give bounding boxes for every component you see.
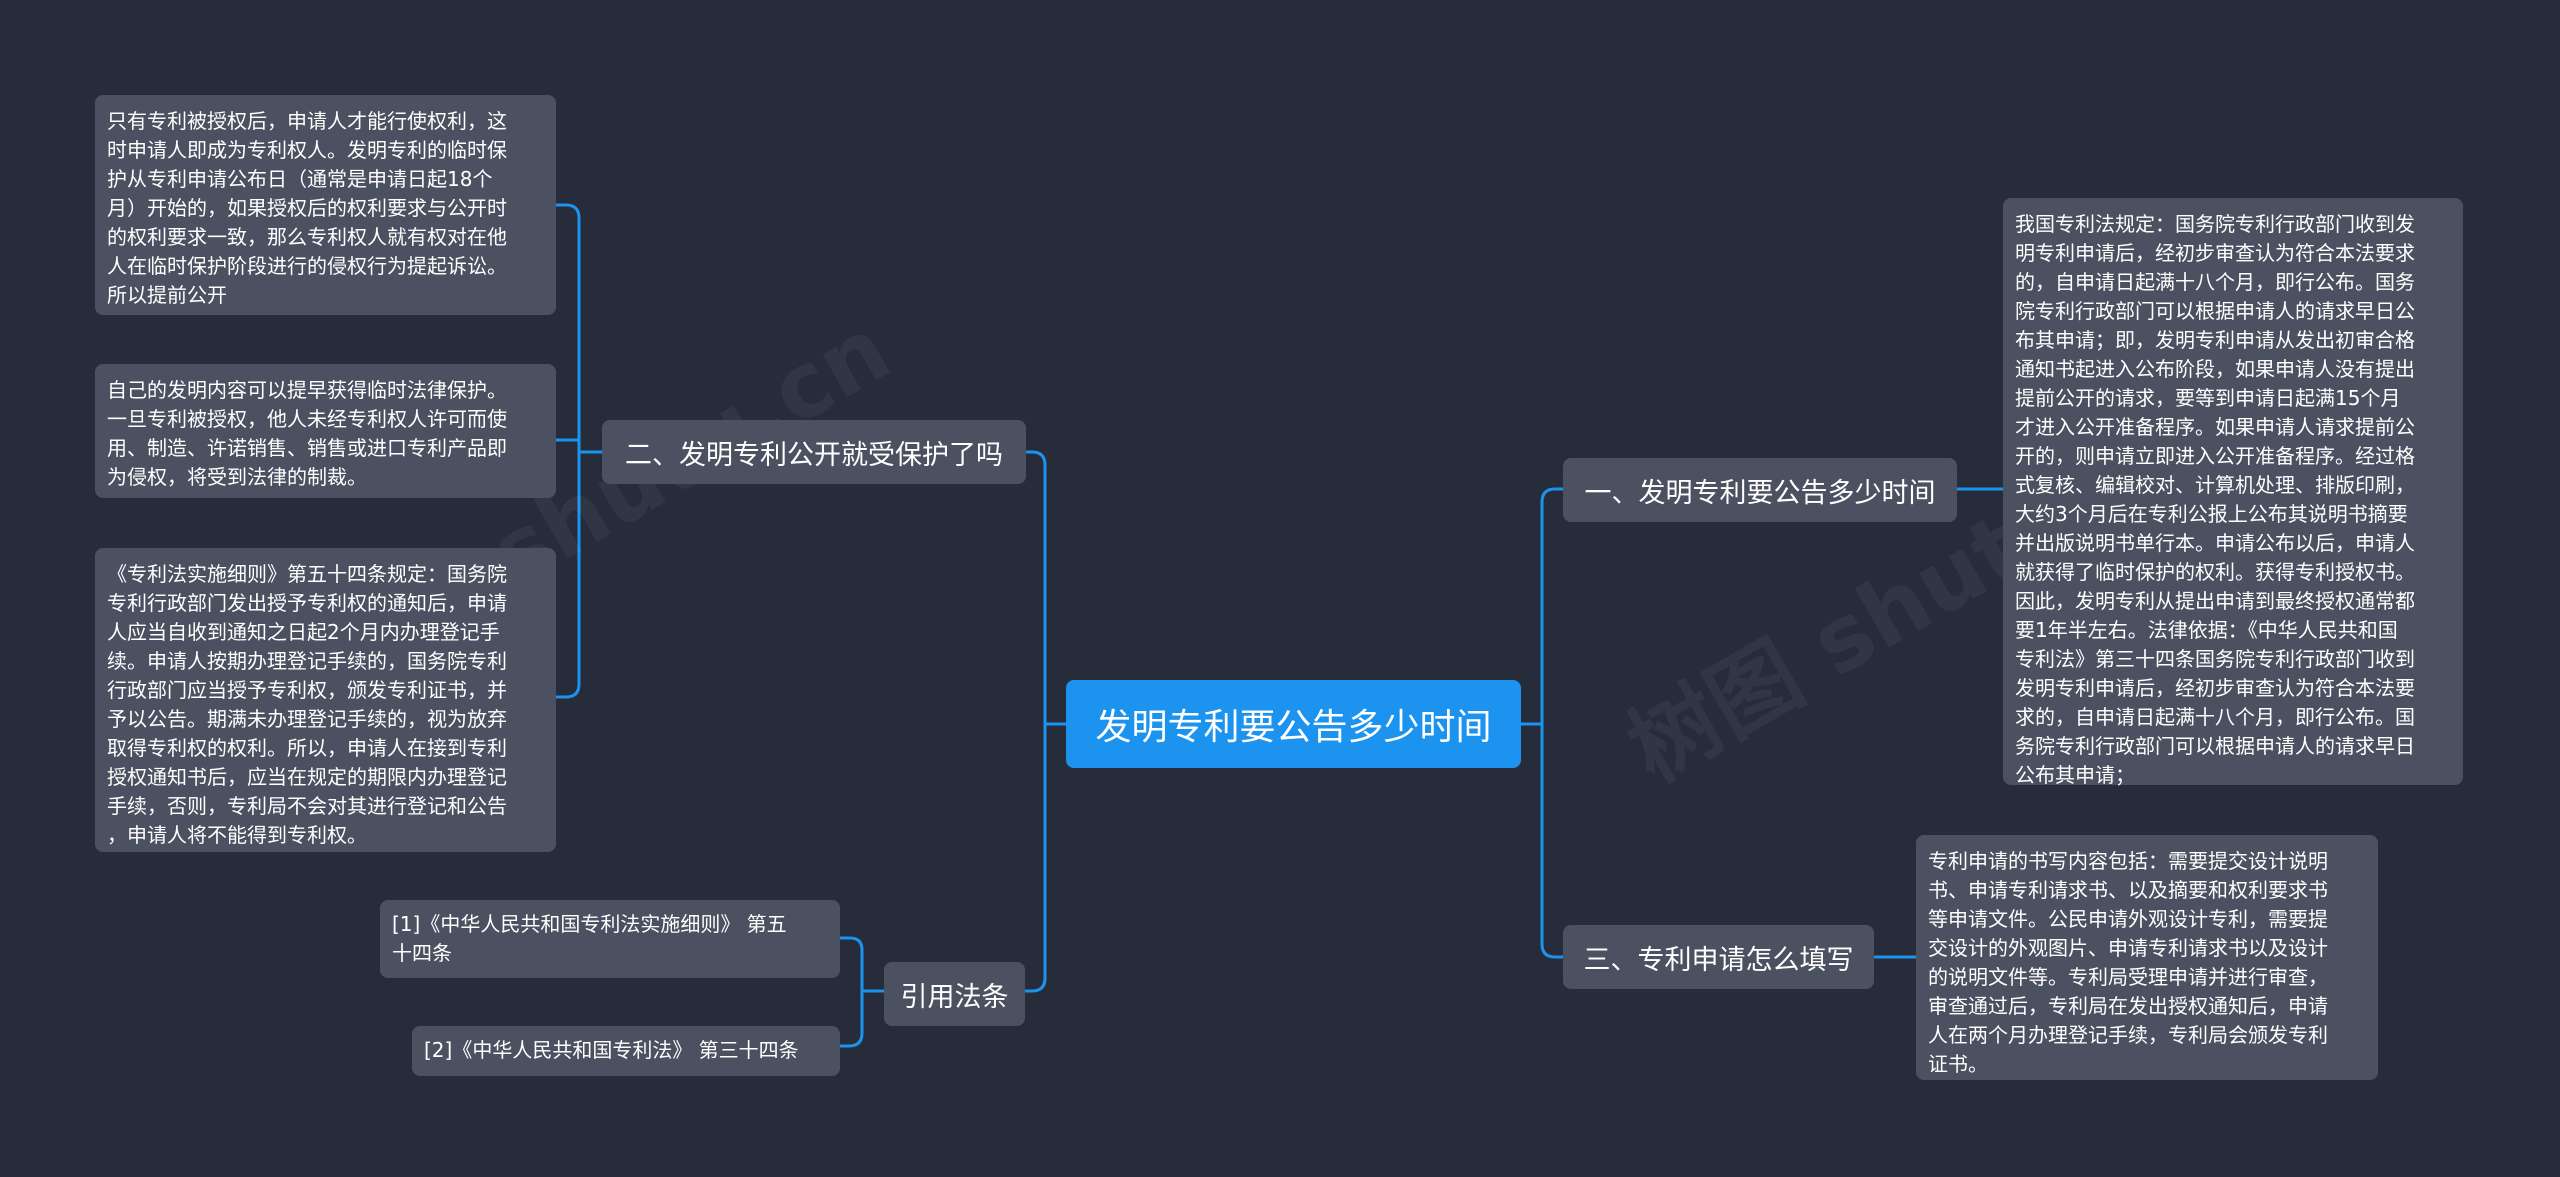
- connector-ref1: [840, 936, 864, 951]
- connector-leaf1: [556, 203, 581, 219]
- connector-leaf3: [556, 683, 581, 699]
- branch-protection[interactable]: 二、发明专利公开就受保护了吗: [602, 420, 1026, 484]
- leaf-protection-1[interactable]: 只有专利被授权后，申请人才能行使权利，这 时申请人即成为专利权人。发明专利的临时…: [95, 95, 556, 315]
- leaf-protection-2[interactable]: 自己的发明内容可以提早获得临时法律保护。 一旦专利被授权，他人未经专利权人许可而…: [95, 364, 556, 498]
- leaf-publication-time[interactable]: 我国专利法规定：国务院专利行政部门收到发 明专利申请后，经初步审查认为符合本法要…: [2003, 198, 2463, 787]
- root-topic[interactable]: 发明专利要公告多少时间: [1066, 680, 1521, 768]
- reference-item-2[interactable]: [2]《中华人民共和国专利法》 第三十四条: [412, 1026, 840, 1076]
- connector-to-fill: [1540, 943, 1563, 959]
- connector-to-refs: [1020, 977, 1047, 993]
- leaf-protection-3[interactable]: 《专利法实施细则》第五十四条规定：国务院 专利行政部门发出授予专利权的通知后，申…: [95, 548, 556, 852]
- connector-to-protect: [1020, 450, 1047, 466]
- reference-item-1[interactable]: [1]《中华人民共和国专利法实施细则》 第五 十四条: [380, 900, 840, 978]
- connector-to-time: [1540, 487, 1563, 503]
- connector-ref2: [840, 1032, 864, 1048]
- branch-references[interactable]: 引用法条: [884, 962, 1025, 1026]
- branch-how-to-fill[interactable]: 三、专利申请怎么填写: [1563, 925, 1874, 989]
- leaf-how-to-fill[interactable]: 专利申请的书写内容包括：需要提交设计说明 书、申请专利请求书、以及摘要和权利要求…: [1916, 835, 2378, 1080]
- branch-publication-time[interactable]: 一、发明专利要公告多少时间: [1563, 458, 1957, 522]
